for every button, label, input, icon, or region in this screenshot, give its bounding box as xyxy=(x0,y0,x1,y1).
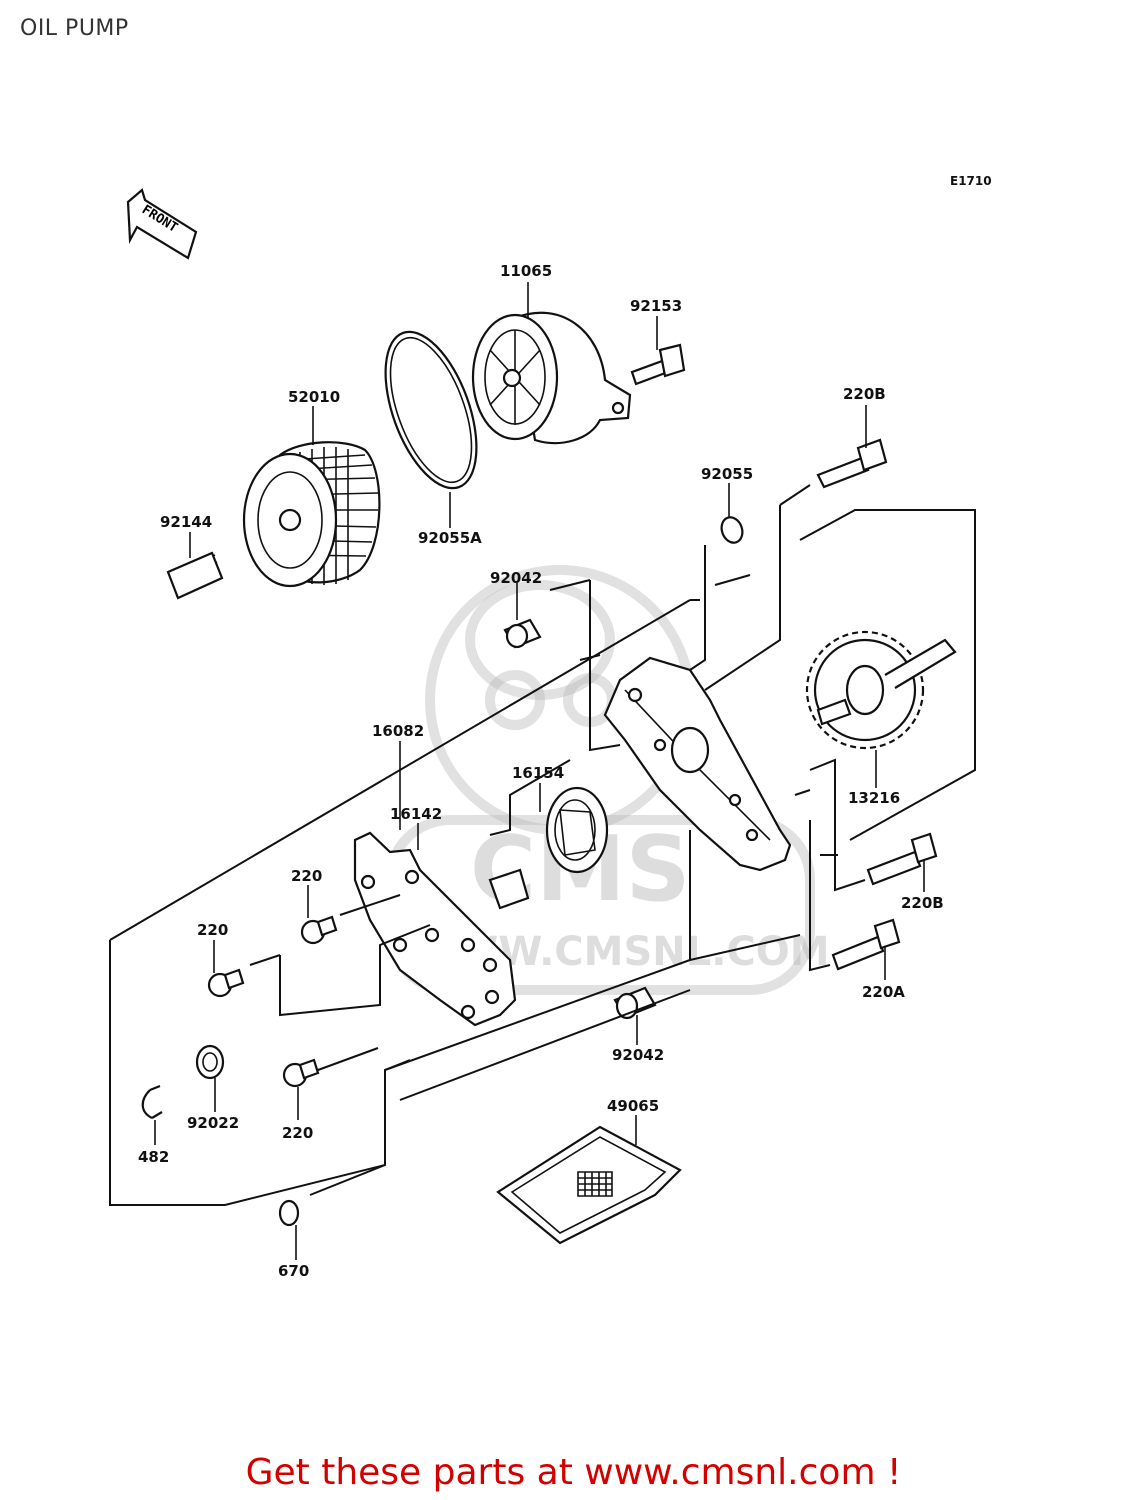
part-label-92055a: 92055A xyxy=(418,529,482,547)
rotor-16154 xyxy=(488,786,609,910)
part-label-92042-top: 92042 xyxy=(490,569,542,587)
front-arrow-icon: FRONT xyxy=(126,188,198,260)
part-label-52010: 52010 xyxy=(288,388,340,406)
o-ring-670 xyxy=(278,1199,300,1227)
part-label-92144: 92144 xyxy=(160,513,212,531)
part-label-92055: 92055 xyxy=(701,465,753,483)
pump-body xyxy=(603,656,792,872)
part-label-220-a: 220 xyxy=(291,867,322,885)
plate-16142 xyxy=(353,831,517,1027)
spring-92144 xyxy=(166,551,224,600)
part-label-16154: 16154 xyxy=(512,764,564,782)
part-label-92022: 92022 xyxy=(187,1114,239,1132)
gear-shaft-13216 xyxy=(805,630,957,750)
screw-220-c xyxy=(282,1058,320,1088)
part-label-670: 670 xyxy=(278,1262,309,1280)
bolt-220a xyxy=(831,918,901,971)
washer-92022 xyxy=(195,1044,225,1080)
screw-220-a xyxy=(300,915,338,945)
part-label-92042-bottom: 92042 xyxy=(612,1046,664,1064)
part-label-220a: 220A xyxy=(862,983,905,1001)
bolt-92153 xyxy=(630,343,686,386)
dowel-pin-92042-top xyxy=(503,618,542,649)
diagram-code: E1710 xyxy=(950,174,992,188)
part-label-13216: 13216 xyxy=(848,789,900,807)
part-label-11065: 11065 xyxy=(500,262,552,280)
part-label-49065: 49065 xyxy=(607,1097,659,1115)
part-label-482: 482 xyxy=(138,1148,169,1166)
oil-strainer-49065 xyxy=(496,1125,682,1245)
bolt-220b-top xyxy=(816,438,888,489)
o-ring-92055 xyxy=(720,516,744,544)
bolt-220b-right xyxy=(866,832,938,886)
part-label-16142: 16142 xyxy=(390,805,442,823)
o-ring-92055a xyxy=(384,330,478,490)
pump-cover-11065 xyxy=(471,311,632,445)
part-labels: 11065 92153 52010 220B 92055 92144 92055… xyxy=(138,262,944,1280)
oil-filter-52010 xyxy=(242,441,381,588)
part-label-220b-top: 220B xyxy=(843,385,886,403)
part-label-16082: 16082 xyxy=(372,722,424,740)
part-label-220b-right: 220B xyxy=(901,894,944,912)
part-label-92153: 92153 xyxy=(630,297,682,315)
page-title: OIL PUMP xyxy=(20,16,129,41)
part-label-220-b: 220 xyxy=(197,921,228,939)
cmsnl-link[interactable]: Get these parts at www.cmsnl.com ! xyxy=(245,1452,902,1493)
part-label-220-c: 220 xyxy=(282,1124,313,1142)
label-leaders xyxy=(154,282,925,1260)
screw-220-b xyxy=(207,968,245,998)
circlip-482 xyxy=(141,1084,163,1119)
